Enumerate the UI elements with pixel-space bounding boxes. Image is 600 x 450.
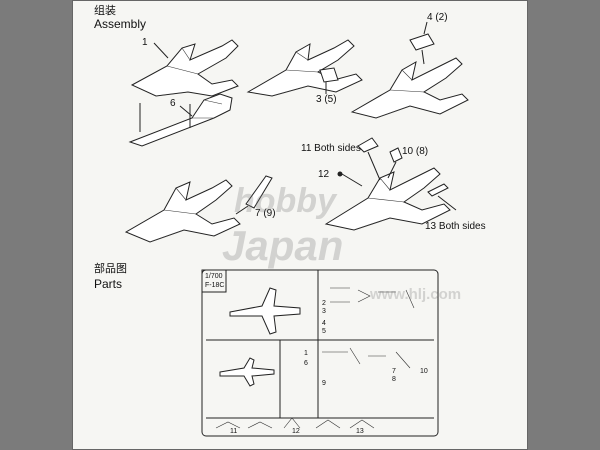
- callout-part-1: 1: [142, 37, 148, 48]
- assembly-heading-zh: 组装: [94, 5, 116, 17]
- sprue-scale-label: 1/700: [205, 273, 223, 280]
- callout-part-13: 13 Both sides: [425, 221, 486, 232]
- callout-part-11: 11 Both sides: [301, 143, 361, 154]
- sprue-number: 7: [392, 368, 396, 375]
- sprue-number: 2: [322, 300, 326, 307]
- aircraft-step-4: [124, 175, 273, 243]
- parts-heading-zh: 部品图: [94, 263, 127, 275]
- callout-part-7-9: 7 (9): [255, 208, 276, 219]
- instruction-sheet: 组装 Assembly 部品图 Parts 1 6 3 (5) 4 (2) 11…: [72, 0, 528, 450]
- sprue-model-label: F-18C: [205, 282, 225, 289]
- aircraft-step-2: [246, 39, 363, 97]
- parts-sprue: 1/700 F-18C 2 3 4 5 1 6 7 8 9 10 11 12 1…: [200, 268, 440, 440]
- sprue-number: 8: [392, 376, 396, 383]
- sprue-number: 3: [322, 308, 326, 315]
- callout-part-3-5: 3 (5): [316, 94, 337, 105]
- aircraft-step-1: [130, 39, 239, 97]
- callout-part-12: 12: [318, 169, 330, 180]
- sprue-number: 11: [230, 428, 238, 435]
- sprue-frame: [201, 269, 439, 437]
- sprue-number: 13: [356, 428, 364, 435]
- sprue-number: 10: [420, 368, 428, 375]
- parts-heading-en: Parts: [94, 277, 123, 291]
- sprue-number: 1: [304, 350, 308, 357]
- watermark-hobby: hobby: [234, 182, 336, 220]
- watermark-japan: Japan: [222, 222, 344, 269]
- sprue-number: 6: [304, 360, 308, 367]
- callout-part-4-2: 4 (2): [427, 12, 448, 23]
- sprue-number: 4: [322, 320, 326, 327]
- assembly-heading-en: Assembly: [94, 17, 147, 31]
- watermark-url: www.hlj.com: [370, 286, 462, 303]
- sprue-number: 9: [322, 380, 326, 387]
- assembly-drawings: [124, 21, 469, 243]
- sprue-number: 5: [322, 328, 326, 335]
- aircraft-step-3: [350, 21, 469, 119]
- callout-part-10-8: 10 (8): [402, 146, 429, 157]
- aircraft-step-5: [324, 137, 457, 231]
- callout-part-6: 6: [170, 98, 176, 109]
- fuselage-part-6: [128, 93, 233, 147]
- sprue-number: 12: [292, 428, 300, 435]
